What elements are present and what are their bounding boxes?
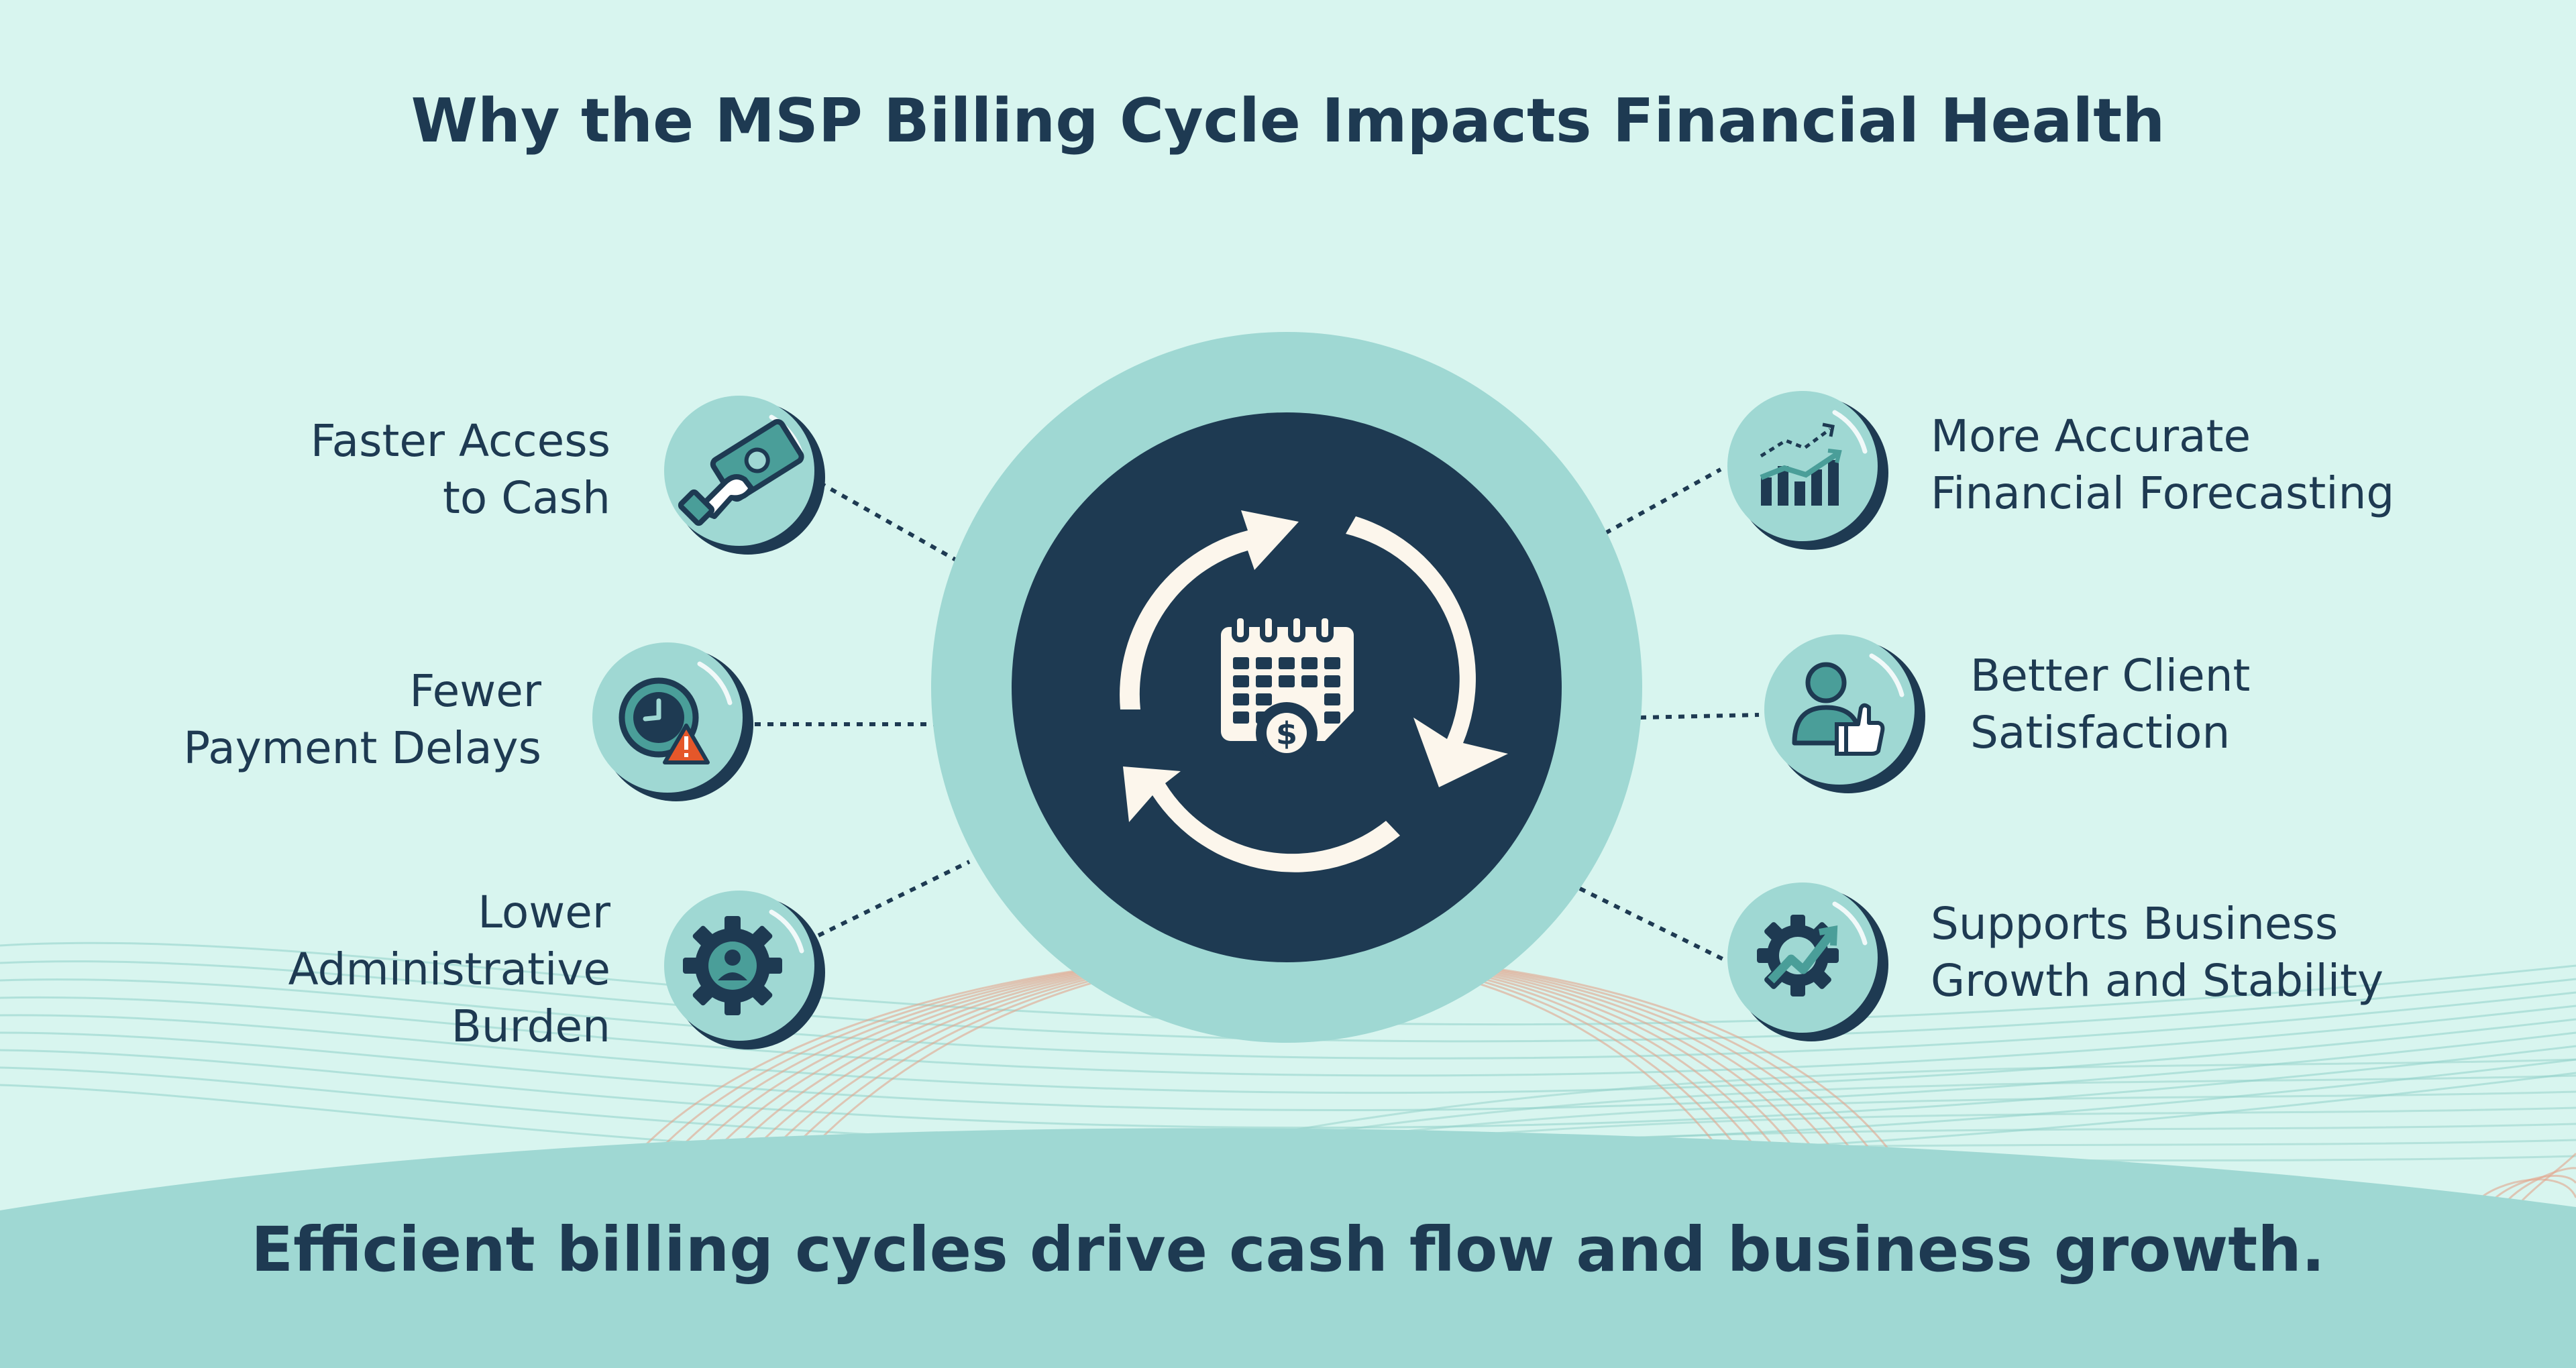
- label-line: Faster Access: [310, 415, 610, 467]
- calendar-cell: [1324, 711, 1340, 724]
- benefit-icon-clock-warning: [592, 642, 753, 801]
- calendar-cell: [1256, 675, 1272, 687]
- background-wave-line: [2477, 1178, 2576, 1202]
- label-fewer-payment-delays: Fewer Payment Delays: [183, 663, 541, 777]
- dollar-coin: [1267, 713, 1307, 753]
- calendar-cell: [1301, 675, 1318, 687]
- calendar-cell: [1324, 693, 1340, 705]
- background-wave-line: [0, 942, 2576, 1026]
- dollar-symbol: $: [1276, 716, 1297, 752]
- label-faster-access-to-cash: Faster Access to Cash: [311, 412, 610, 526]
- background-wave-line: [0, 1031, 2576, 1112]
- connector-line: [1578, 887, 1724, 961]
- calendar-fold: [1325, 711, 1354, 741]
- connector-line: [1640, 713, 1760, 720]
- calendar-ring: [1288, 613, 1305, 642]
- label-line: Payment Delays: [183, 722, 541, 774]
- background-wave-line: [0, 1045, 2576, 1129]
- calendar-cell: [1301, 657, 1318, 669]
- label-line: Growth and Stability: [1931, 955, 2384, 1007]
- calendar-cell: [1233, 711, 1249, 724]
- calendar-ring: [1232, 613, 1249, 642]
- footer-tagline: Efficient billing cycles drive cash flow…: [251, 1214, 2325, 1286]
- background-wave-line: [0, 1014, 2576, 1094]
- bottom-banner: [0, 1128, 2576, 1368]
- cycle-arrow-bottom: [1123, 766, 1400, 872]
- label-line: Administrative: [288, 944, 610, 995]
- label-better-client-satisfaction: Better Client Satisfaction: [1970, 647, 2250, 761]
- background-wave-line: [0, 996, 2576, 1077]
- background-wave-line: [0, 960, 2576, 1043]
- cycle-arrow-right: [1346, 516, 1508, 787]
- label-line: Lower: [478, 887, 610, 938]
- benefit-icon-bar-chart: [1727, 391, 1888, 550]
- calendar-cell: [1279, 675, 1295, 687]
- label-line: Burden: [451, 1001, 610, 1052]
- benefit-icon-person-thumbs-up: [1764, 634, 1925, 793]
- central-hub: $: [931, 332, 1642, 1043]
- calendar-cell: [1233, 693, 1249, 705]
- label-line: to Cash: [443, 472, 610, 524]
- calendar-cell: [1279, 657, 1295, 669]
- calendar-cell: [1256, 657, 1272, 669]
- connector-line: [818, 481, 957, 562]
- calendar-cell: [1256, 693, 1272, 705]
- label-line: Supports Business: [1931, 898, 2339, 950]
- background-wave-line: [2491, 1174, 2576, 1202]
- connectors: [755, 467, 1760, 961]
- connector-line: [1604, 467, 1722, 535]
- calendar-cell: [1324, 657, 1340, 669]
- page-title: Why the MSP Billing Cycle Impacts Financ…: [411, 86, 2165, 156]
- benefit-icon-gear-growth: [1727, 882, 1888, 1041]
- background-wave-line: [0, 978, 2576, 1060]
- calendar-cell: [1233, 675, 1249, 687]
- calendar-cell: [1233, 657, 1249, 669]
- label-supports-business-growth-and-stability: Supports Business Growth and Stability: [1931, 895, 2383, 1009]
- calendar-ring: [1260, 613, 1277, 642]
- billing-calendar-icon: $: [1221, 613, 1354, 764]
- label-lower-administrative-burden: Lower Administrative Burden: [288, 884, 610, 1055]
- benefit-icon-cash: [664, 396, 825, 555]
- label-line: Financial Forecasting: [1931, 467, 2395, 519]
- calendar-grid: [1233, 657, 1340, 724]
- calendar-ring: [1316, 613, 1334, 642]
- label-line: Better Client: [1970, 650, 2251, 701]
- label-line: More Accurate: [1931, 410, 2251, 462]
- cycle-arrow-top: [1120, 510, 1299, 709]
- label-more-accurate-financial-forecasting: More Accurate Financial Forecasting: [1931, 408, 2394, 522]
- label-line: Satisfaction: [1970, 707, 2231, 758]
- cycle-arrows-icon: [1120, 510, 1508, 872]
- label-line: Fewer: [409, 665, 541, 717]
- background-wave-line: [2521, 1152, 2576, 1202]
- calendar-cell: [1324, 675, 1340, 687]
- benefit-icon-gear-person: [664, 891, 825, 1049]
- connector-line: [817, 860, 971, 937]
